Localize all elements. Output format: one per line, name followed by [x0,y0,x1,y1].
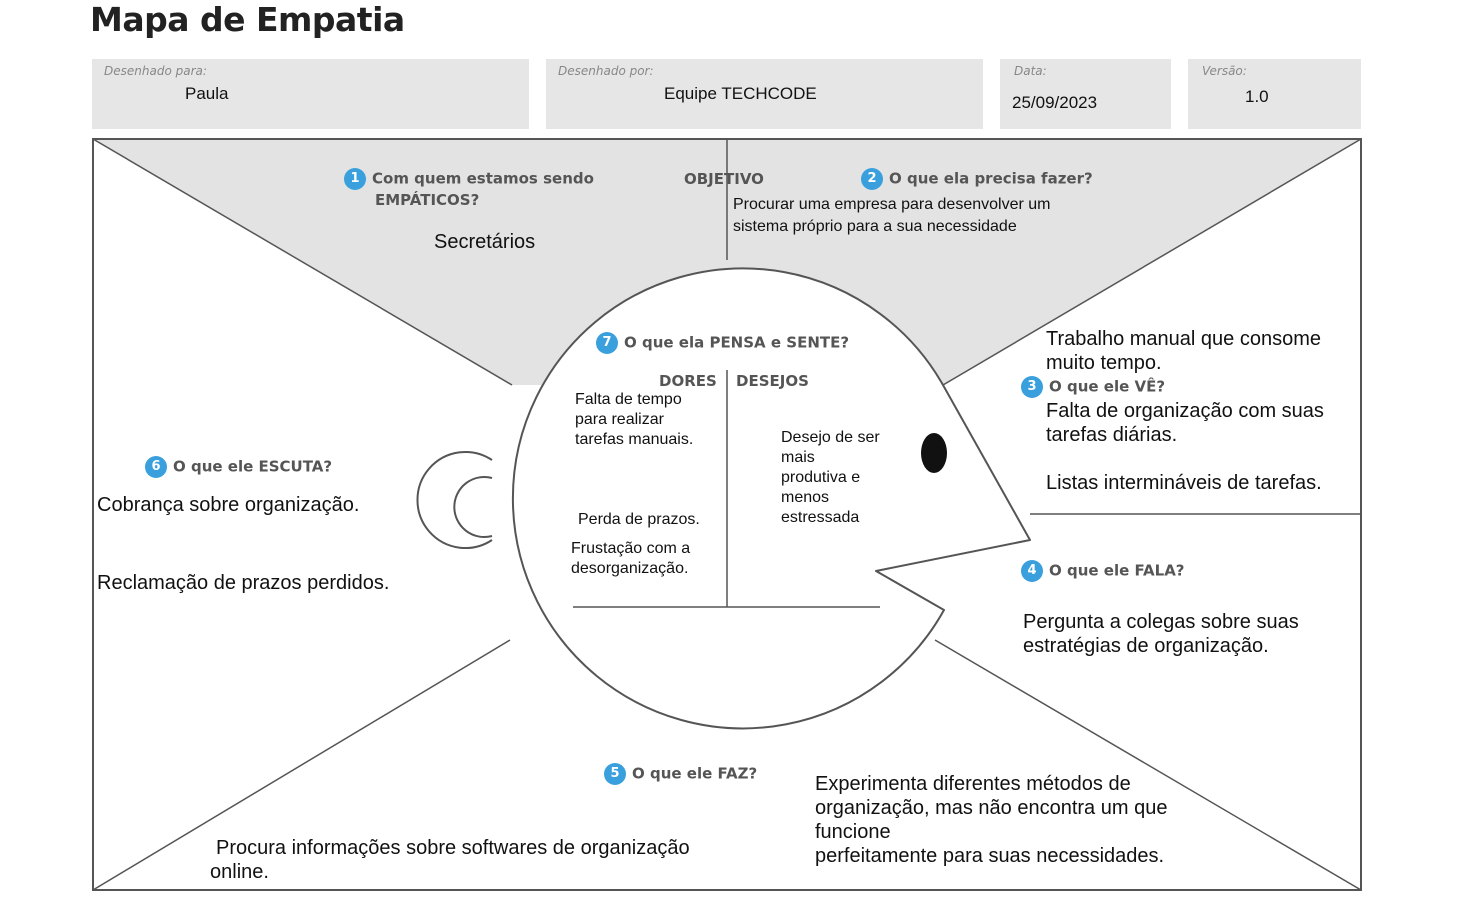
badge-4: 4 [1021,560,1043,582]
section-does-content-right-1: Experimenta diferentes métodos de organi… [815,773,1168,843]
version-label: Versão: [1202,64,1247,78]
section-thinks-title: O que ela PENSA e SENTE? [624,333,850,352]
section-hears-content-2: Reclamação de prazos perdidos. [97,572,390,594]
section-sees-heading: 3 O que ele VÊ? [1021,376,1165,398]
section-sees-content-top: Trabalho manual que consome muito tempo. [1046,328,1321,374]
pain-3: Frustação com a desorganização. [571,540,691,577]
objective-label: OBJETIVO [684,170,764,188]
section-need-heading: 2 O que ela precisa fazer? [861,168,1093,190]
ear-inner [453,476,493,538]
section-who-title-line2: EMPÁTICOS? [375,191,480,209]
version-value: 1.0 [1245,87,1269,106]
section-says-title: O que ele FALA? [1049,561,1185,580]
pain-1: Falta de tempo para realizar tarefas man… [575,391,694,448]
desires-label: DESEJOS [736,372,809,390]
section-hears-content-1: Cobrança sobre organização. [97,494,360,516]
section-thinks-heading: 7 O que ela PENSA e SENTE? [596,332,849,354]
section-does-content-right-2: perfeitamente para suas necessidades. [815,845,1165,867]
section-hears-title: O que ele ESCUTA? [173,457,333,476]
badge-2: 2 [861,168,883,190]
pains-label: DORES [659,372,717,390]
badge-6: 6 [145,456,167,478]
badge-5: 5 [604,763,626,785]
top-gray-region [93,139,1361,385]
section-need-content: Procurar uma empresa para desenvolver um… [733,196,1051,235]
badge-7: 7 [596,332,618,354]
badge-3: 3 [1021,376,1043,398]
section-sees-content-1: Falta de organização com suas tarefas di… [1046,400,1324,446]
drawn-for-box: Desenhado para: Paula [92,59,529,129]
badge-1: 1 [344,168,366,190]
section-says-heading: 4 O que ele FALA? [1021,560,1185,582]
diagonal-bottom-right [934,639,1362,891]
diagonal-bottom-left [92,639,511,891]
section-does-heading: 5 O que ele FAZ? [604,763,757,785]
section-does-title: O que ele FAZ? [632,764,758,783]
section-need-title: O que ela precisa fazer? [889,169,1093,188]
head-outline [511,267,1031,730]
section-who-content: Secretários [434,231,536,253]
diagonal-top-left [92,138,513,386]
section-who-heading: 1 Com quem estamos sendo EMPÁTICOS? [344,168,594,211]
eye [921,433,947,473]
diagonal-top-right [942,138,1362,386]
date-value: 25/09/2023 [1012,93,1098,112]
section-sees-title: O que ele VÊ? [1049,377,1166,396]
page-title: Mapa de Empatia [90,0,405,39]
drawn-by-value: Equipe TECHCODE [664,84,817,103]
section-sees-content-2: Listas intermináveis de tarefas. [1046,472,1322,494]
section-says-content: Pergunta a colegas sobre suas estratégia… [1023,611,1299,657]
date-label: Data: [1014,64,1047,78]
drawn-for-label: Desenhado para: [104,64,207,78]
pain-2: Perda de prazos. [578,511,700,528]
desire-1: Desejo de ser mais produtiva e menos est… [781,429,880,526]
drawn-by-box: Desenhado por: Equipe TECHCODE [546,59,983,129]
date-box: Data: 25/09/2023 [1000,59,1171,129]
version-box: Versão: 1.0 [1188,59,1361,129]
section-who-title-line1: Com quem estamos sendo [372,169,594,188]
section-hears-heading: 6 O que ele ESCUTA? [145,456,332,478]
section-does-content-left: Procura informações sobre softwares de o… [210,837,690,883]
drawn-for-value: Paula [185,84,229,103]
drawn-by-label: Desenhado por: [558,64,654,78]
